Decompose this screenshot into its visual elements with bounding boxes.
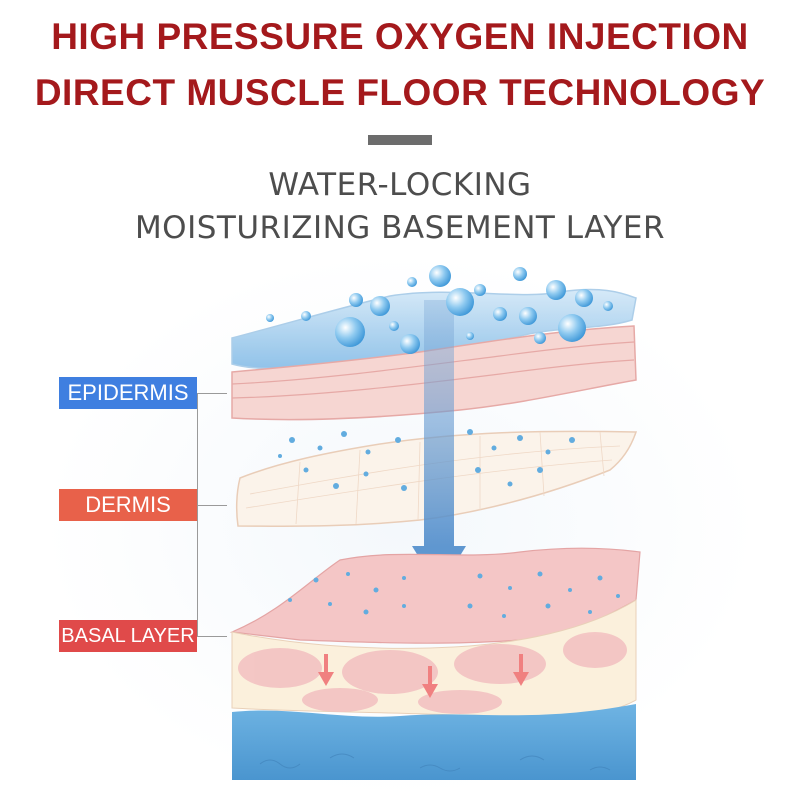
basal-layer-label: BASAL LAYER [59, 620, 197, 652]
headline-line-2: DIRECT MUSCLE FLOOR TECHNOLOGY [34, 72, 766, 113]
water-droplets [278, 429, 620, 618]
headline-line-1: HIGH PRESSURE OXYGEN INJECTION [51, 16, 749, 57]
bracket-tick-basal [197, 636, 227, 637]
subheading-line-2: MOISTURIZING BASEMENT LAYER [134, 210, 666, 246]
subheading-line-1: WATER-LOCKING [268, 167, 532, 203]
layer-bracket [197, 393, 224, 637]
bracket-tick-dermis [197, 505, 227, 506]
bracket-tick-epidermis [197, 393, 227, 394]
dermis-label: DERMIS [59, 489, 197, 521]
water-bubbles [266, 265, 613, 354]
title-divider [368, 135, 432, 145]
absorption-arrows [318, 654, 529, 698]
basal-block [229, 547, 641, 780]
epidermis-label: EPIDERMIS [59, 377, 197, 409]
